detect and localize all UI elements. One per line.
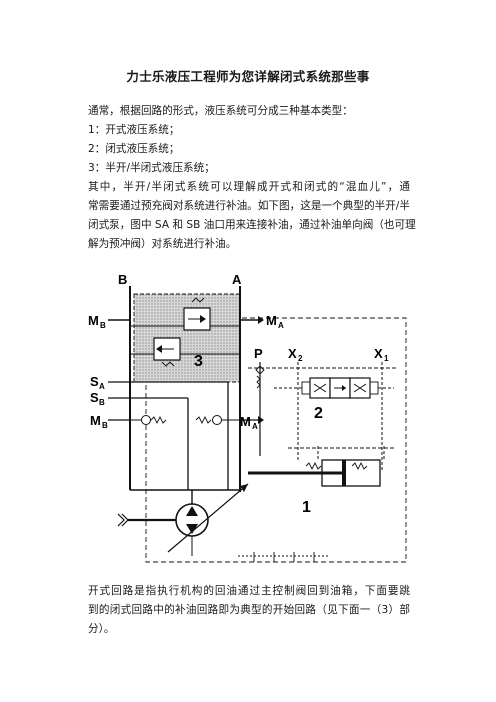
hydraulic-schematic: B A M B M A 3 P X 2 X 1 S A S B M B M A … (88, 272, 407, 563)
port-label-ma: M (266, 313, 277, 328)
port-label-x2-sub: 2 (298, 354, 303, 363)
page-title: 力士乐液压工程师为您详解闭式系统那些事 (126, 69, 370, 84)
port-label-mb-sub: B (100, 321, 106, 330)
component-label-3: 3 (194, 353, 203, 370)
paragraph-line: 常需要通过预充阀对系统进行补油。如下图，这是一个典型的半开/半 (88, 200, 410, 212)
paragraph-line: 其中，半开/半闭式系统可以理解成开式和闭式的“混血儿”，通 (88, 181, 410, 193)
port-label-mb: M (88, 313, 99, 328)
port-label-sb: S (90, 390, 99, 405)
list-item: 2：闭式液压系统； (88, 143, 180, 155)
port-label-x1-sub: 1 (384, 354, 389, 363)
port-label-ma-lower-sub: A (252, 422, 258, 431)
port-label-a: A (232, 272, 242, 287)
port-label-mb-lower-sub: B (102, 421, 108, 430)
paragraph-line: 解为预冲阀）对系统进行补油。 (88, 238, 237, 250)
paragraph-line: 到的闭式回路中的补油回路即为典型的开始回路（见下面一（3）部 (88, 604, 410, 616)
port-label-ma-lower: M (240, 414, 251, 429)
port-label-x2: X (288, 346, 297, 361)
list-item: 1：开式液压系统； (88, 124, 180, 136)
intro-line: 通常，根据回路的形式，液压系统可分成三种基本类型： (88, 105, 353, 117)
port-label-sa: S (90, 374, 99, 389)
list-item: 3：半开/半闭式液压系统； (88, 162, 215, 174)
paragraph-line: 闭式泵，图中 SA 和 SB 油口用来连接补油，通过补油单向阀（也可理 (88, 219, 416, 231)
paragraph-line: 开式回路是指执行机构的回油通过主控制阀回到油箱，下面要跳 (88, 585, 410, 597)
port-label-sb-sub: B (99, 398, 105, 407)
port-label-ma-sub: A (278, 321, 284, 330)
port-label-p: P (254, 346, 263, 361)
intro-section: 通常，根据回路的形式，液压系统可分成三种基本类型： 1：开式液压系统； 2：闭式… (88, 102, 416, 254)
port-label-sa-sub: A (99, 382, 105, 391)
relief-valve-block (133, 293, 241, 383)
paragraph-line: 分）。 (88, 623, 115, 635)
component-label-2: 2 (314, 405, 323, 422)
closing-section: 开式回路是指执行机构的回油通过主控制阀回到油箱，下面要跳 到的闭式回路中的补油回… (88, 582, 410, 639)
port-label-b: B (118, 272, 127, 287)
port-label-mb-lower: M (90, 413, 101, 428)
port-label-x1: X (374, 346, 383, 361)
component-label-1: 1 (302, 499, 311, 516)
